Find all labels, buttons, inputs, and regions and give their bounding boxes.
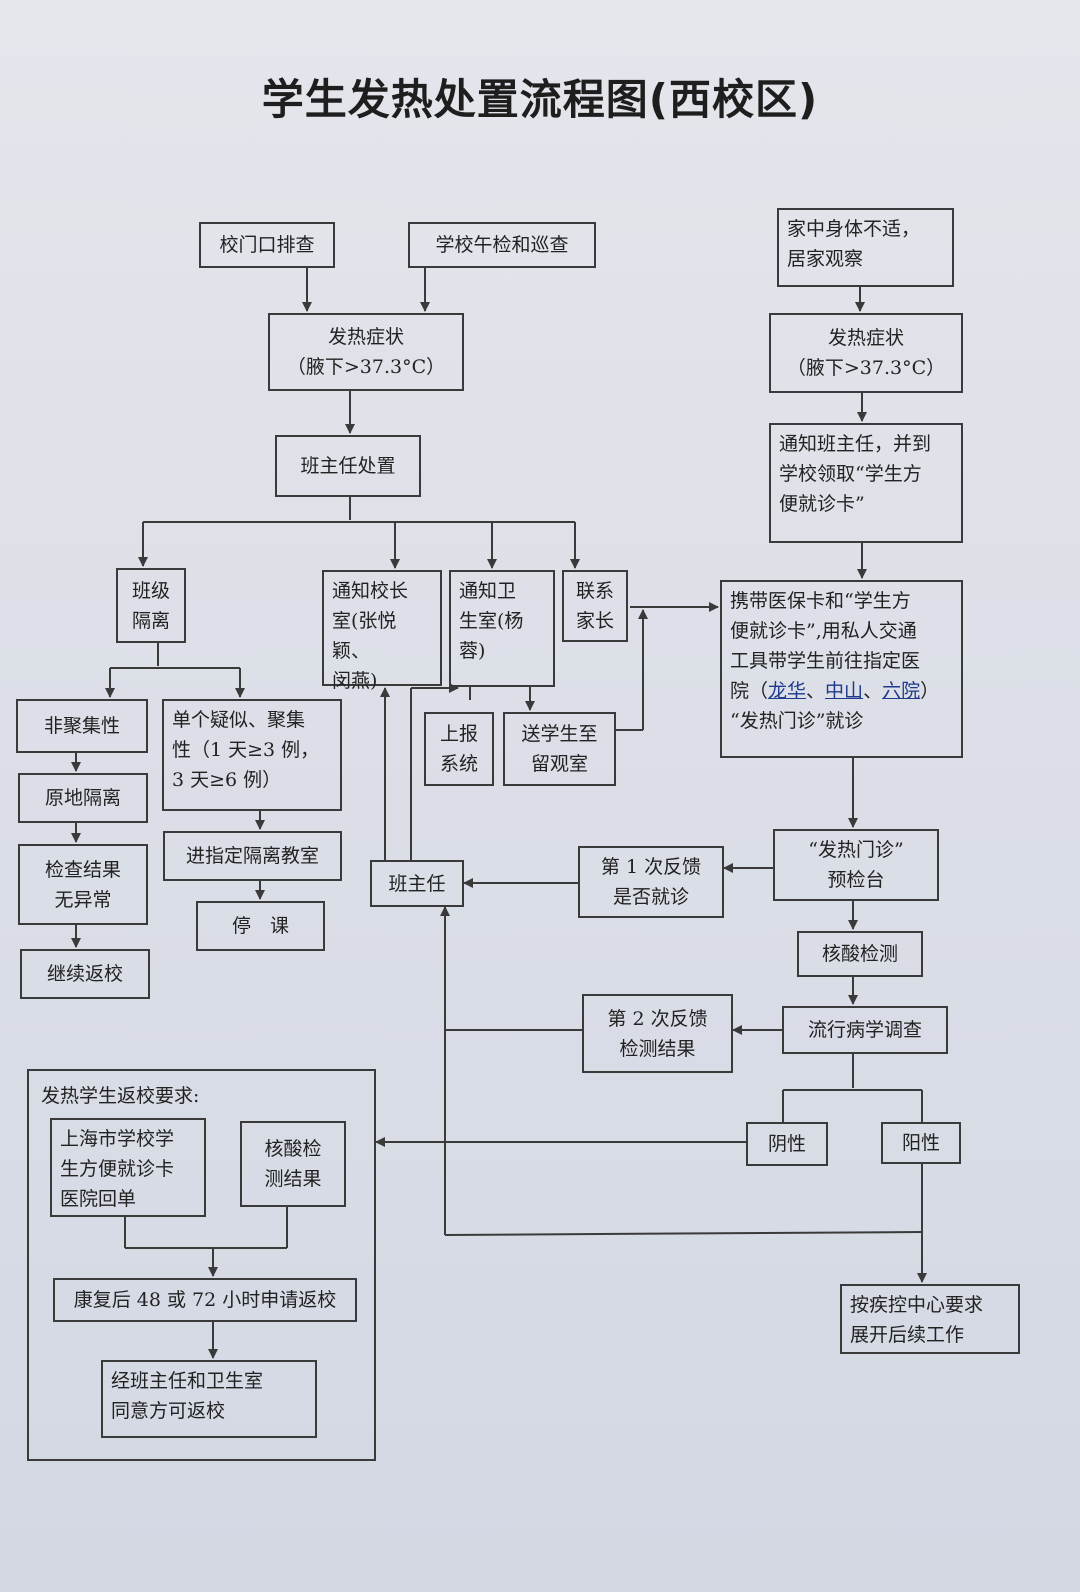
feedback-2-box: 第 2 次反馈 检测结果 bbox=[582, 994, 733, 1073]
notify-teacher-card-box: 通知班主任，并到 学校领取“学生方 便就诊卡” bbox=[769, 423, 963, 543]
cdc-followup-box: 按疾控中心要求 展开后续工作 bbox=[840, 1284, 1020, 1354]
return-school-box: 继续返校 bbox=[20, 949, 150, 999]
send-observation-box: 送学生至 留观室 bbox=[503, 712, 616, 786]
apply-return-box: 康复后 48 或 72 小时申请返校 bbox=[53, 1278, 357, 1322]
feedback-1-box: 第 1 次反馈 是否就诊 bbox=[578, 846, 724, 918]
noon-check-box: 学校午检和巡查 bbox=[408, 222, 596, 268]
fever-clinic-desk-box: “发热门诊” 预检台 bbox=[773, 829, 939, 901]
nucleic-result-box: 核酸检 测结果 bbox=[240, 1121, 346, 1207]
carry-card-box: 携带医保卡和“学生方 便就诊卡”,用私人交通 工具带学生前往指定医 院（龙华、中… bbox=[720, 580, 963, 758]
nucleic-test-box: 核酸检测 bbox=[797, 931, 923, 977]
positive-box: 阳性 bbox=[881, 1122, 961, 1164]
notify-clinic-box: 通知卫 生室(杨 蓉) bbox=[449, 570, 555, 687]
non-cluster-box: 非聚集性 bbox=[16, 699, 148, 753]
contact-parents-box: 联系 家长 bbox=[562, 570, 628, 642]
hospital-separator-1: 、 bbox=[806, 680, 826, 702]
gate-check-box: 校门口排查 bbox=[199, 222, 335, 268]
page-title: 学生发热处置流程图(西校区) bbox=[261, 75, 819, 124]
carry-card-text-prefix: 携带医保卡和“学生方 便就诊卡”,用私人交通 工具带学生前往指定医 院（ bbox=[730, 590, 921, 702]
stop-class-box: 停 课 bbox=[196, 901, 325, 951]
teacher-box: 班主任 bbox=[370, 860, 464, 907]
teacher-handle-box: 班主任处置 bbox=[275, 435, 421, 497]
return-requirements-panel: 发热学生返校要求: bbox=[27, 1069, 376, 1461]
negative-box: 阴性 bbox=[746, 1122, 828, 1166]
hospital-zhongshan-link[interactable]: 中山 bbox=[825, 680, 864, 702]
notify-principal-box: 通知校长 室(张悦颖、 闵燕) bbox=[322, 570, 442, 692]
fever-symptom-left-box: 发热症状 （腋下>37.3°C） bbox=[268, 313, 464, 391]
isolation-room-box: 进指定隔离教室 bbox=[163, 831, 342, 881]
report-system-box: 上报 系统 bbox=[424, 712, 494, 786]
carry-card-text-suffix: ） “发热门诊”就诊 bbox=[730, 680, 940, 732]
home-unwell-box: 家中身体不适， 居家观察 bbox=[777, 208, 954, 287]
hospital-receipt-box: 上海市学校学 生方便就诊卡 医院回单 bbox=[50, 1118, 206, 1217]
class-isolation-box: 班级 隔离 bbox=[116, 568, 186, 643]
isolate-in-place-box: 原地隔离 bbox=[18, 773, 148, 823]
approval-box: 经班主任和卫生室 同意方可返校 bbox=[101, 1360, 317, 1438]
epi-survey-box: 流行病学调查 bbox=[782, 1006, 948, 1054]
hospital-liuyuan-link[interactable]: 六院 bbox=[882, 680, 921, 702]
single-cluster-box: 单个疑似、聚集 性（1 天≥3 例， 3 天≥6 例） bbox=[162, 699, 342, 811]
return-requirements-label: 发热学生返校要求: bbox=[41, 1085, 200, 1107]
hospital-separator-2: 、 bbox=[863, 680, 883, 702]
fever-symptom-right-box: 发热症状 （腋下>37.3°C） bbox=[769, 313, 963, 393]
check-normal-box: 检查结果 无异常 bbox=[18, 844, 148, 925]
hospital-longhua-link[interactable]: 龙华 bbox=[768, 680, 807, 702]
